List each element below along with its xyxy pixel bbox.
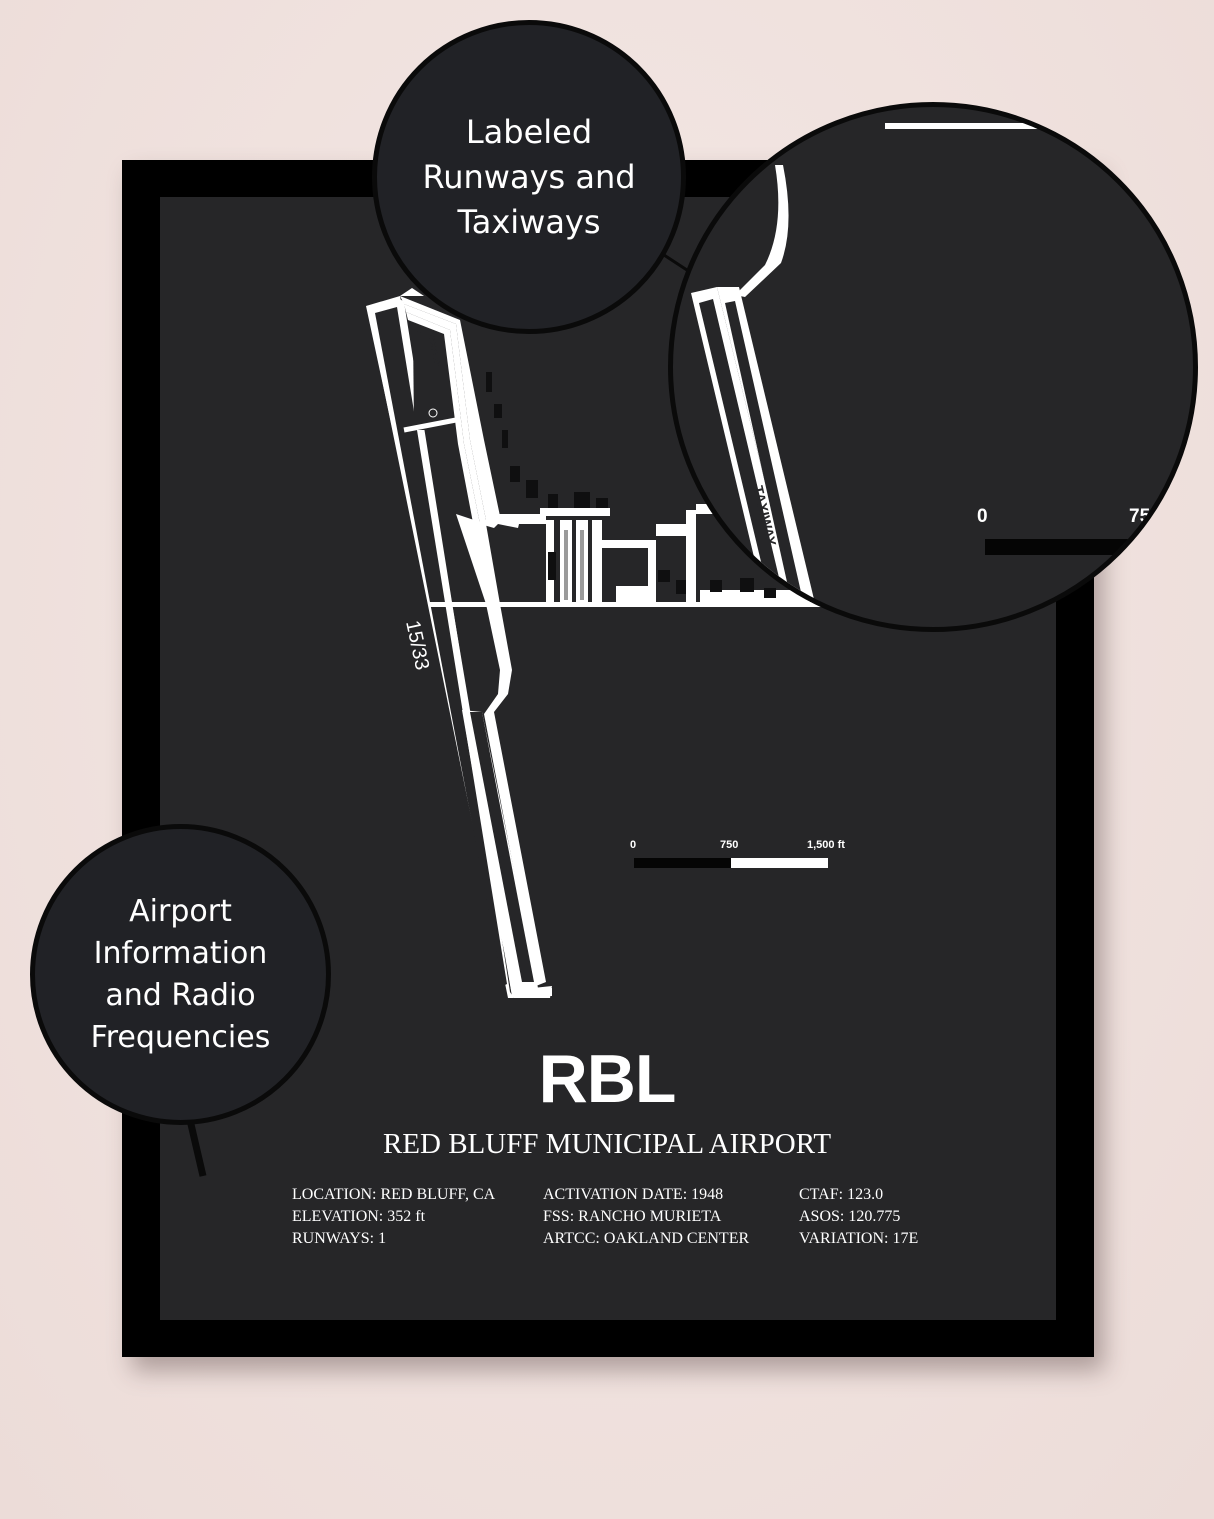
taxiway-north (400, 296, 520, 528)
scale-label-zero: 0 (630, 839, 636, 851)
info-artcc: ARTCC: OAKLAND CENTER (543, 1230, 750, 1247)
info-ctaf: CTAF: 123.0 (799, 1186, 884, 1203)
info-elevation: ELEVATION: 352 ft (292, 1208, 426, 1225)
callout-info-text: Airport Information and Radio Frequencie… (90, 893, 271, 1055)
zoom-detail: TAXIWAY 0 750 (691, 123, 1193, 627)
airport-code: RBL (538, 1041, 677, 1117)
info-column-3: CTAF: 123.0 ASOS: 120.775 VARIATION: 17E (799, 1184, 918, 1250)
airport-name: RED BLUFF MUNICIPAL AIRPORT (382, 1128, 832, 1160)
info-column-2: ACTIVATION DATE: 1948 FSS: RANCHO MURIET… (543, 1184, 749, 1250)
zoom-scale-zero: 0 (977, 506, 988, 527)
info-variation: VARIATION: 17E (799, 1230, 919, 1247)
scale-bar: 0 750 1,500 ft (630, 839, 845, 868)
scale-label-max: 1,500 ft (807, 839, 845, 851)
info-fss: FSS: RANCHO MURIETA (543, 1208, 722, 1225)
callout-runways-text: Labeled Runways and Taxiways (422, 112, 636, 241)
scale-label-mid: 750 (720, 839, 738, 851)
cross-taxiway (430, 602, 826, 607)
info-column-1: LOCATION: RED BLUFF, CA ELEVATION: 352 f… (292, 1184, 495, 1250)
callout-info: Airport Information and Radio Frequencie… (30, 824, 331, 1125)
zoom-magnifier: TAXIWAY 0 750 (668, 102, 1198, 632)
info-location: LOCATION: RED BLUFF, CA (292, 1186, 496, 1203)
taxiway-south (456, 514, 546, 986)
callout-runways: Labeled Runways and Taxiways (372, 20, 686, 334)
info-activation: ACTIVATION DATE: 1948 (543, 1186, 724, 1203)
info-asos: ASOS: 120.775 (799, 1208, 901, 1225)
info-runways: RUNWAYS: 1 (292, 1230, 387, 1247)
